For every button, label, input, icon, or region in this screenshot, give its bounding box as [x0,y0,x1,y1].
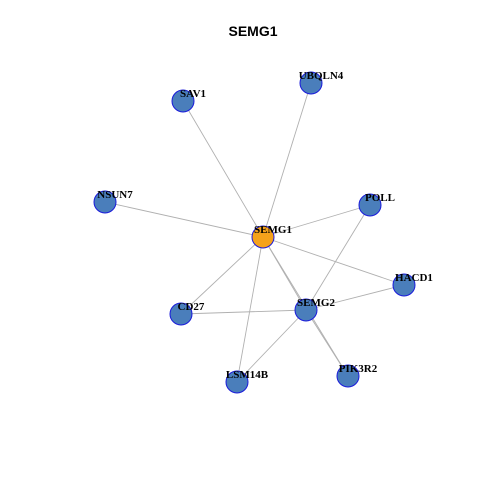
node-layer [93,71,416,394]
node-label-cd27: CD27 [178,301,205,313]
edge-semg1-lsm14b [236,236,264,383]
node-label-sav1: SAV1 [180,88,206,100]
node-sav1 [171,89,195,113]
edge-semg2-pik3r2 [305,309,349,377]
node-hacd1 [392,273,416,297]
edge-semg1-cd27 [180,236,264,315]
edge-semg2-hacd1 [305,284,405,311]
node-ubqln4 [299,71,323,95]
node-semg2 [294,298,318,322]
edge-layer [104,82,405,383]
node-label-lsm14b: LSM14B [226,369,269,381]
edge-semg1-nsun7 [104,201,264,238]
edge-semg1-sav1 [182,100,264,238]
edge-semg2-lsm14b [236,309,307,383]
edge-semg1-poll [262,204,371,238]
edge-semg2-cd27 [180,309,307,315]
graph-title: SEMG1 [228,23,277,39]
node-label-hacd1: HACD1 [395,272,433,284]
node-label-semg2: SEMG2 [297,297,335,309]
node-label-semg1: SEMG1 [254,224,292,236]
edge-semg1-ubqln4 [262,82,312,238]
node-label-pik3r2: PIK3R2 [339,363,378,375]
node-lsm14b [225,370,249,394]
edge-semg2-poll [305,204,371,311]
node-pik3r2 [336,364,360,388]
node-label-ubqln4: UBQLN4 [299,70,344,82]
node-cd27 [169,302,193,326]
node-semg1 [251,225,275,249]
node-poll [358,193,382,217]
node-nsun7 [93,190,117,214]
edge-semg1-semg2 [262,236,307,311]
node-label-poll: POLL [365,192,395,204]
node-label-nsun7: NSUN7 [97,189,133,201]
edge-semg1-hacd1 [262,236,405,286]
